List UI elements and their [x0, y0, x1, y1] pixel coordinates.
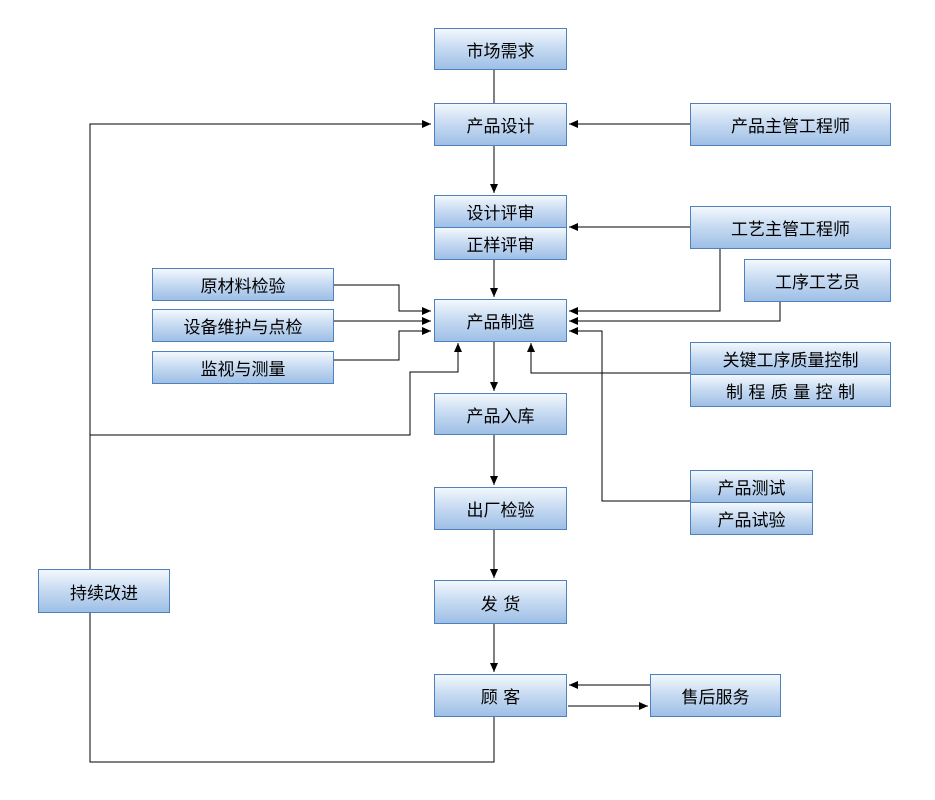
- arrow-testing-to-manufacturing: [569, 327, 690, 502]
- product-chief-engineer-box: 产品主管工程师: [690, 103, 891, 146]
- arrow-raw-material-to-manufacturing: [334, 284, 431, 315]
- design-review-box: 设计评审: [434, 195, 567, 228]
- arrow-improvement-to-manufacturing: [90, 343, 462, 436]
- process-technician-box: 工序工艺员: [744, 259, 891, 302]
- arrow-quality-control-to-manufacturing: [527, 343, 690, 374]
- process-chief-engineer-box: 工艺主管工程师: [690, 206, 891, 249]
- monitoring-measurement-box: 监视与测量: [152, 351, 334, 384]
- sample-review-box: 正样评审: [434, 227, 567, 260]
- key-process-quality-control-box: 关键工序质量控制: [690, 342, 891, 375]
- arrow-technician-to-manufacturing: [569, 302, 781, 325]
- market-demand-box: 市场需求: [434, 28, 567, 70]
- equipment-maintenance-box: 设备维护与点检: [152, 309, 334, 342]
- delivery-box: 发 货: [434, 580, 567, 624]
- product-trial-box: 产品试验: [690, 502, 813, 535]
- product-testing-box: 产品测试: [690, 470, 813, 503]
- arrow-process-engineer-to-manufacturing: [569, 249, 721, 315]
- product-manufacturing-box: 产品制造: [434, 299, 567, 342]
- continuous-improvement-box: 持续改进: [38, 569, 170, 613]
- product-design-box: 产品设计: [434, 103, 567, 146]
- arrow-monitoring-to-manufacturing: [334, 327, 431, 361]
- factory-inspection-box: 出厂检验: [434, 487, 567, 530]
- raw-material-inspection-box: 原材料检验: [152, 268, 334, 301]
- product-warehousing-box: 产品入库: [434, 393, 567, 435]
- customer-box: 顾 客: [434, 674, 567, 717]
- after-sales-service-box: 售后服务: [650, 674, 781, 717]
- line-customer-to-improvement: [89, 613, 495, 763]
- arrow-improvement-to-design: [89, 120, 431, 571]
- process-quality-control-box: 制 程 质 量 控 制: [690, 374, 891, 407]
